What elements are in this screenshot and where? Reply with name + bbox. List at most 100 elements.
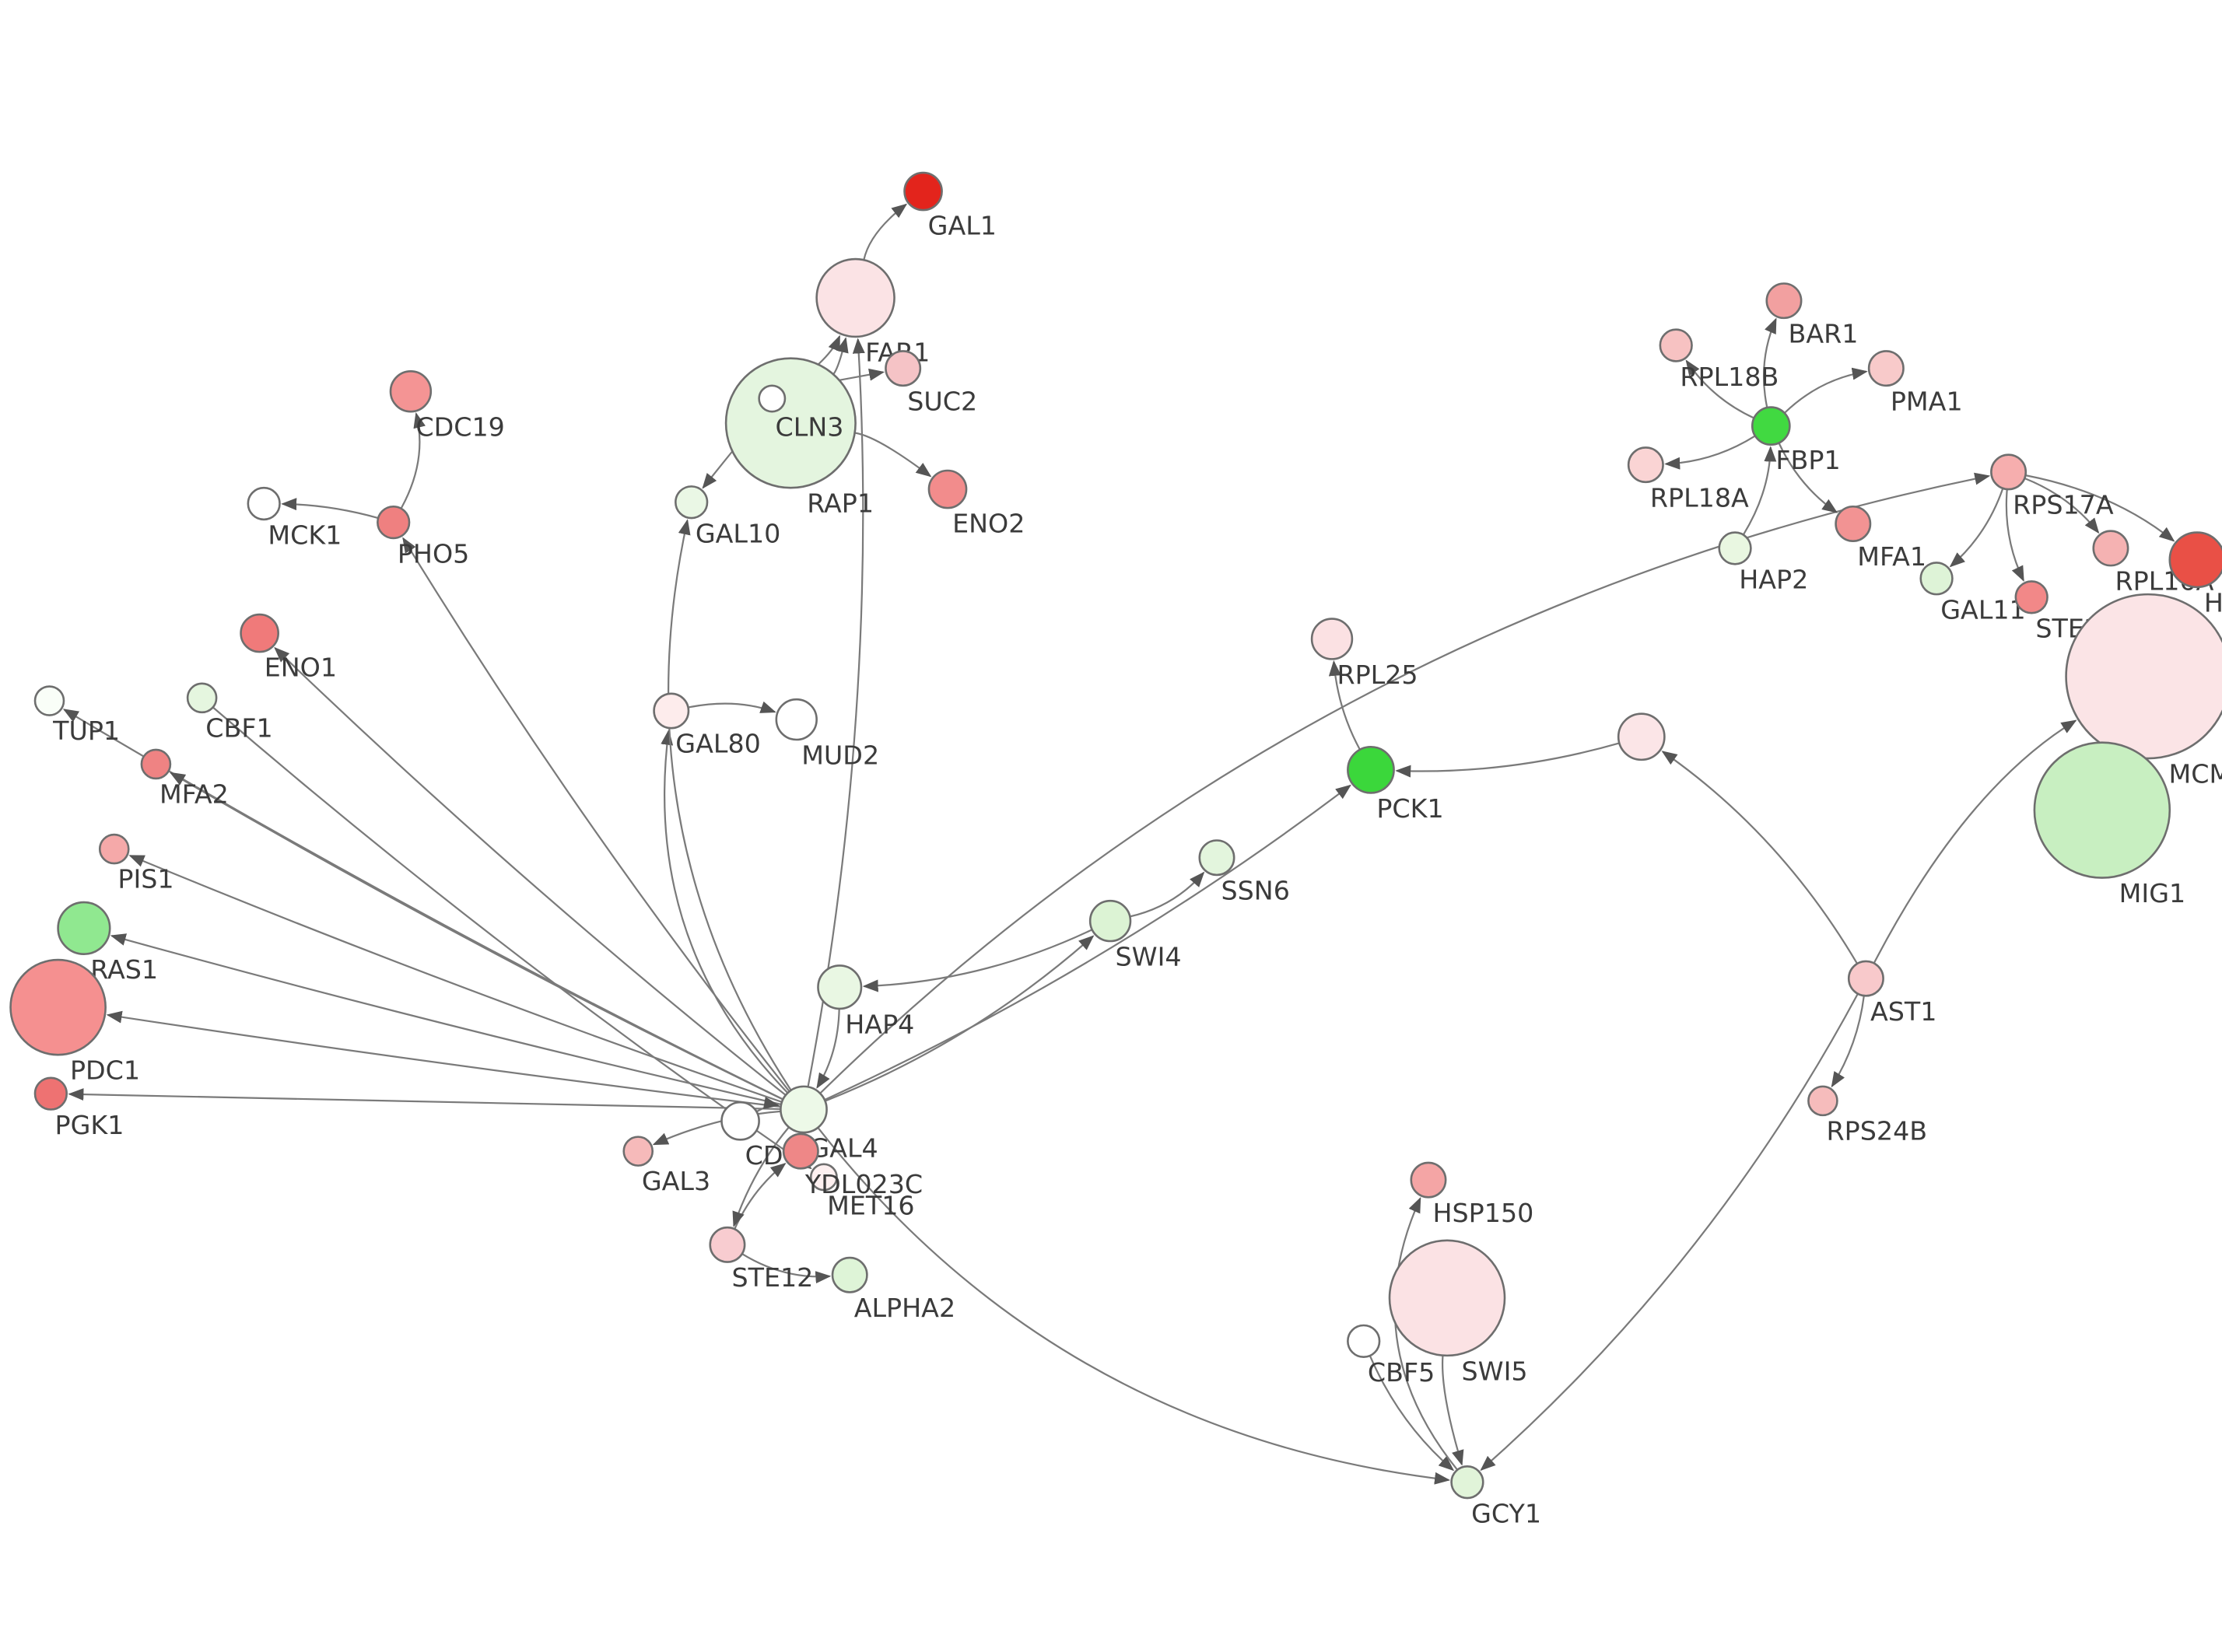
edge-RPS17A-RPL16A[interactable]	[2024, 477, 2100, 534]
node-AST1[interactable]: AST1	[1847, 960, 1936, 1027]
node-circle-CDC6[interactable]	[720, 1101, 760, 1141]
edge-GAL4-MFA2[interactable]	[169, 772, 783, 1101]
node-circle-GAL4[interactable]	[780, 1085, 828, 1134]
node-ENO1[interactable]: ENO1	[240, 613, 338, 683]
node-SWI4[interactable]: SWI4	[1088, 899, 1182, 971]
edge-GAL4-TUP1[interactable]	[62, 709, 783, 1101]
node-circle-CLN3[interactable]	[758, 384, 787, 413]
edge-RAP1-FAR1[interactable]	[832, 337, 849, 375]
edge-FBP1-RPL18A[interactable]	[1664, 435, 1756, 470]
edge-GAL4-GAL80[interactable]	[661, 729, 789, 1094]
edge-CBF1-MET16[interactable]	[212, 706, 812, 1170]
node-RPS24B[interactable]: RPS24B	[1807, 1085, 1927, 1146]
node-circle-MFA2[interactable]	[140, 748, 172, 780]
edge-GAL4-ENO1[interactable]	[274, 646, 787, 1096]
node-PIS1[interactable]: PIS1	[98, 833, 174, 894]
node-circle-SWI4[interactable]	[1088, 899, 1132, 943]
edge-AST1-N1[interactable]	[1661, 751, 1859, 964]
edge-RPS17A-STE2[interactable]	[2005, 488, 2024, 582]
node-circle-N1[interactable]	[1617, 712, 1666, 761]
node-RPS17A[interactable]: RPS17A	[1990, 453, 2114, 520]
node-circle-FAR1[interactable]	[815, 257, 895, 338]
node-BAR1[interactable]: BAR1	[1765, 282, 1859, 348]
edge-FBP1-RPL18B[interactable]	[1685, 359, 1754, 419]
node-circle-YDL023C[interactable]	[782, 1132, 819, 1170]
node-circle-CBF1[interactable]	[186, 682, 218, 714]
node-circle-RPS24B[interactable]	[1807, 1085, 1838, 1117]
node-circle-PHO5[interactable]	[377, 505, 411, 540]
edge-FBP1-BAR1[interactable]	[1762, 317, 1777, 408]
edge-GAL80-MUD2[interactable]	[688, 701, 776, 713]
edge-N1-PCK1[interactable]	[1395, 742, 1620, 778]
edge-GAL4-PHO5[interactable]	[402, 537, 790, 1093]
node-circle-RPL18A[interactable]	[1627, 446, 1664, 484]
edge-CBF5-GCY1[interactable]	[1369, 1355, 1455, 1472]
node-circle-GAL3[interactable]	[622, 1136, 654, 1167]
node-HAP2[interactable]: HAP2	[1718, 531, 1809, 595]
edge-PHO5-CDC19[interactable]	[400, 411, 426, 509]
edge-RAP1-ENO2[interactable]	[854, 432, 932, 478]
node-MET16[interactable]: MET16	[809, 1163, 915, 1221]
node-PHO5[interactable]: PHO5	[377, 505, 469, 569]
edge-FAR1-GAL1[interactable]	[863, 203, 908, 261]
node-MIG1[interactable]: MIG1	[2033, 741, 2185, 908]
edge-RAP1-SUC2[interactable]	[839, 368, 885, 381]
edge-GAL4-PIS1[interactable]	[128, 855, 783, 1103]
node-FAR1[interactable]: FAR1	[815, 257, 931, 367]
node-MCM1[interactable]: MCM1	[2065, 593, 2222, 789]
edge-GAL4-GAL10[interactable]	[668, 519, 792, 1091]
node-circle-RPS17A[interactable]	[1990, 453, 2027, 491]
node-GCY1[interactable]: GCY1	[1450, 1465, 1542, 1528]
node-GAL11[interactable]: GAL11	[1919, 562, 2026, 625]
node-circle-MCK1[interactable]	[247, 486, 281, 521]
node-CBF5[interactable]: CBF5	[1347, 1324, 1435, 1388]
node-PDC1[interactable]: PDC1	[9, 958, 141, 1086]
node-GAL10[interactable]: GAL10	[675, 485, 780, 549]
node-GAL4[interactable]: GAL4	[780, 1085, 878, 1164]
node-STE12[interactable]: STE12	[709, 1226, 814, 1293]
node-circle-RAP1[interactable]	[724, 357, 857, 489]
node-MUD2[interactable]: MUD2	[775, 698, 879, 770]
node-circle-HAP4[interactable]	[817, 964, 863, 1010]
node-SUC2[interactable]: SUC2	[885, 350, 977, 416]
edge-STE12-YDL023C[interactable]	[734, 1163, 787, 1230]
node-circle-HAP2[interactable]	[1718, 531, 1752, 565]
edge-GAL4-GAL3[interactable]	[652, 1110, 781, 1146]
edge-GAL4-RAS1[interactable]	[110, 933, 782, 1106]
node-circle-ENO2[interactable]	[927, 469, 968, 509]
node-circle-PMA1[interactable]	[1867, 350, 1905, 387]
node-circle-MUD2[interactable]	[775, 698, 818, 741]
edge-SWI4-HAP4[interactable]	[862, 929, 1093, 992]
edge-GAL4-RPS17A[interactable]	[819, 472, 1991, 1094]
edge-CDC6-GAL4[interactable]	[755, 1097, 780, 1113]
node-circle-TUP1[interactable]	[33, 685, 65, 716]
node-circle-PGK1[interactable]	[33, 1076, 68, 1111]
node-circle-ALPHA2[interactable]	[831, 1256, 868, 1293]
node-circle-GAL80[interactable]	[653, 692, 690, 730]
node-circle-MIG1[interactable]	[2033, 741, 2171, 879]
node-RPL25[interactable]: RPL25	[1310, 618, 1418, 690]
edge-FBP1-PMA1[interactable]	[1783, 367, 1868, 414]
node-N1[interactable]	[1617, 712, 1666, 761]
node-circle-ENO1[interactable]	[240, 613, 279, 653]
node-circle-MET16[interactable]	[809, 1163, 838, 1192]
node-circle-STE2[interactable]	[2014, 580, 2049, 614]
edge-PHO5-MCK1[interactable]	[281, 498, 379, 520]
node-circle-SSN6[interactable]	[1198, 839, 1235, 877]
edge-HAP2-FBP1[interactable]	[1742, 446, 1777, 536]
node-TUP1[interactable]: TUP1	[33, 685, 120, 746]
node-circle-RPL18B[interactable]	[1659, 328, 1693, 362]
node-ALPHA2[interactable]: ALPHA2	[831, 1256, 955, 1323]
edge-GAL4-PCK1[interactable]	[824, 784, 1351, 1101]
node-circle-GAL1[interactable]	[903, 171, 943, 212]
edge-GAL4-PGK1[interactable]	[68, 1088, 781, 1111]
edge-AST1-GCY1[interactable]	[1480, 993, 1859, 1472]
node-circle-GCY1[interactable]	[1450, 1465, 1484, 1500]
edge-RAP1-GAL10[interactable]	[702, 450, 734, 489]
node-circle-CBF5[interactable]	[1347, 1324, 1381, 1359]
node-HAP4[interactable]: HAP4	[817, 964, 914, 1039]
node-RPL18B[interactable]: RPL18B	[1659, 328, 1779, 392]
edge-GCY1-HSP150[interactable]	[1393, 1197, 1459, 1471]
node-FBP1[interactable]: FBP1	[1751, 406, 1841, 476]
